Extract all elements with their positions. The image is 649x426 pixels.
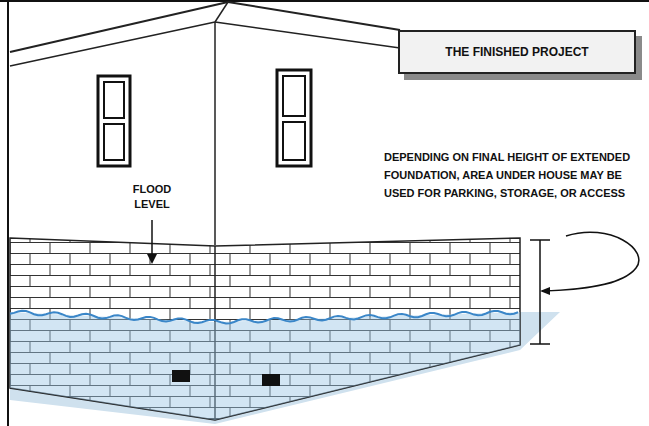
roof-corner [215, 2, 228, 22]
frame-line [7, 0, 9, 426]
roof-edge [10, 2, 228, 52]
extended-foundation [10, 238, 520, 420]
leader-arrow [151, 220, 153, 258]
foundation-vent [172, 370, 190, 382]
frame-line [0, 0, 649, 2]
box-title: THE FINISHED PROJECT [445, 45, 588, 59]
eave-line [215, 22, 400, 48]
arrow-head [540, 287, 550, 295]
leader-line [542, 232, 639, 291]
note-text: DEPENDING ON FINAL HEIGHT OF EXTENDED FO… [384, 148, 642, 202]
flood-water [10, 312, 560, 424]
wall-corner [214, 22, 216, 245]
eave-line [228, 2, 400, 30]
foundation-vent [262, 374, 280, 386]
flood-level-label: FLOOD LEVEL [122, 182, 182, 212]
height-bracket [530, 240, 550, 344]
title-box: THE FINISHED PROJECT [398, 30, 636, 74]
flood-line [10, 311, 518, 324]
submerged-area [10, 312, 520, 420]
window [98, 76, 130, 166]
window [277, 70, 311, 166]
roof-edge [10, 22, 215, 66]
arrow-head [147, 254, 157, 264]
